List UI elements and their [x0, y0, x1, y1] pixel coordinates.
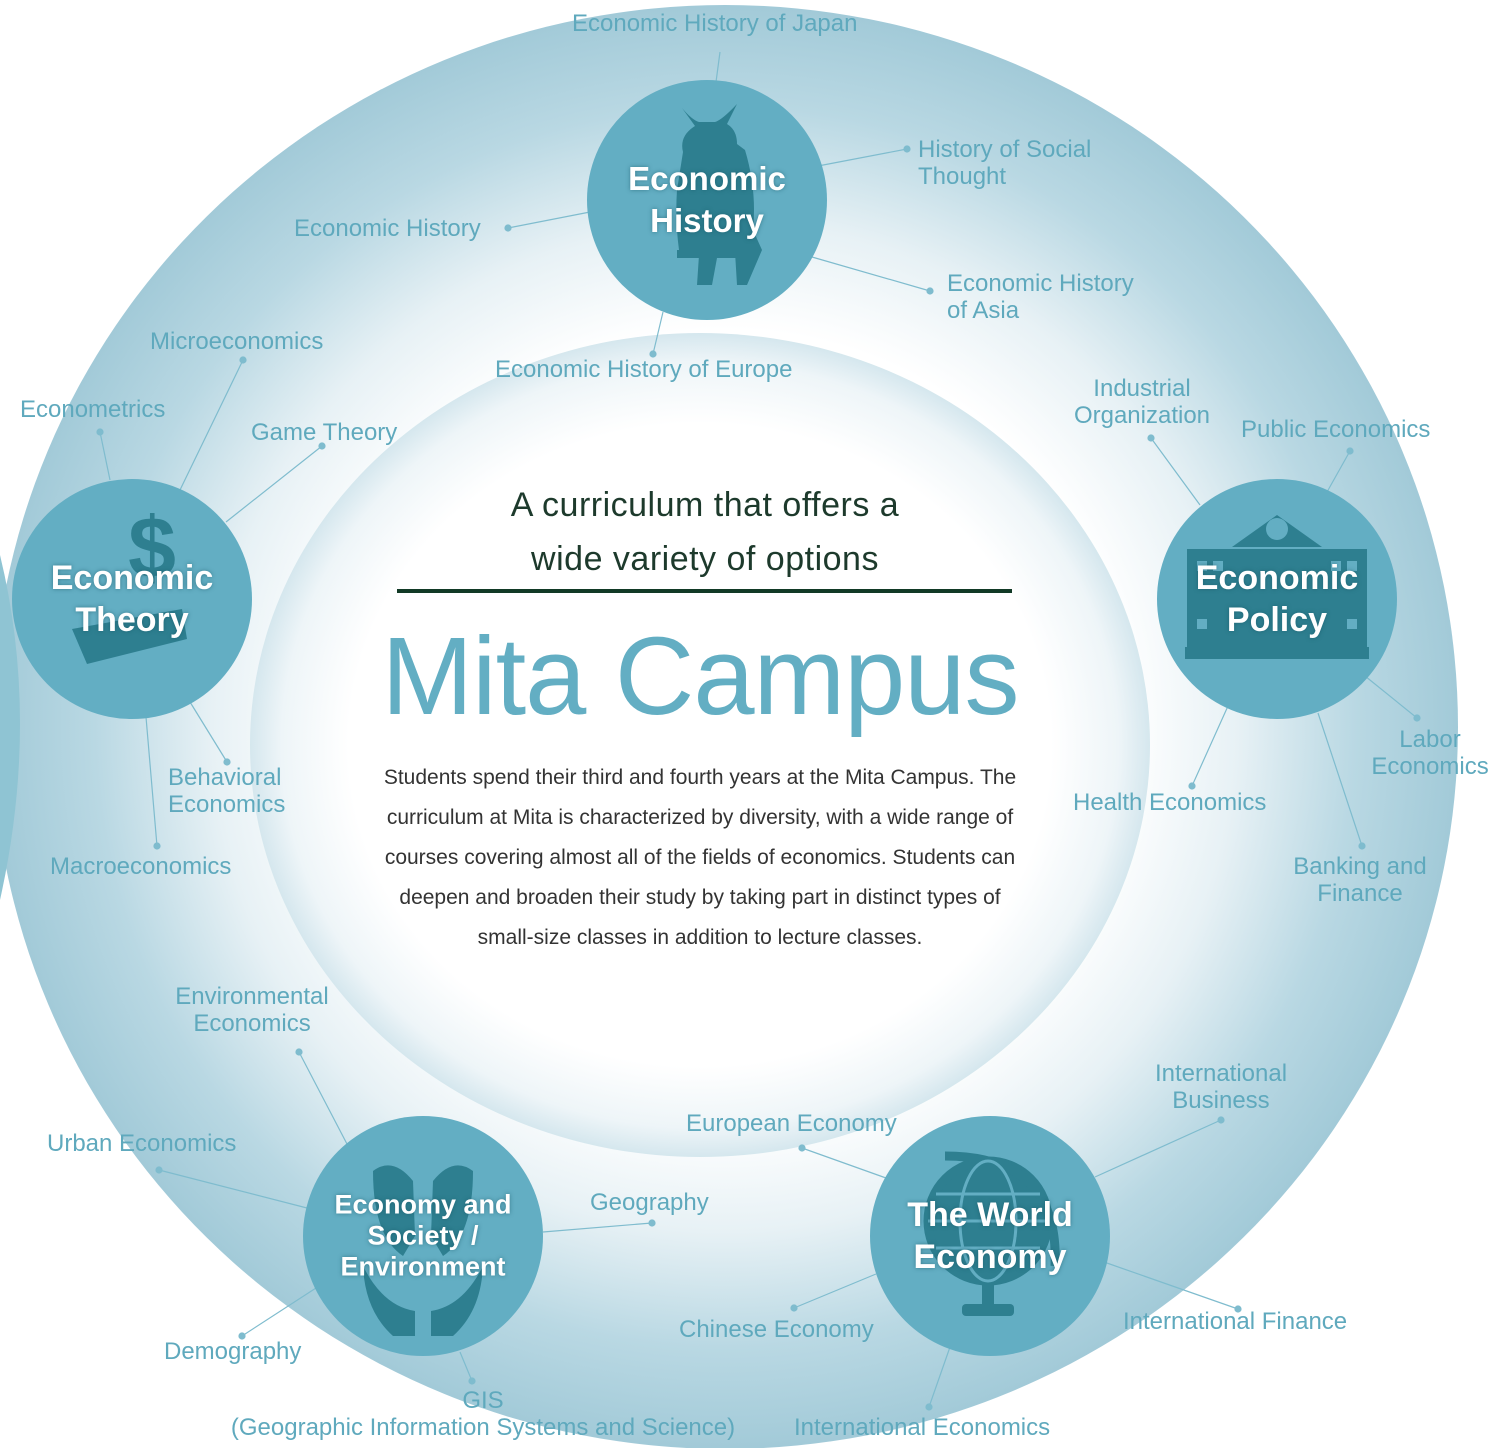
- hub-economic-theory: $ Economic Theory: [12, 479, 252, 719]
- topic-labor-economics: Labor Economics: [1371, 726, 1489, 780]
- topic-international-business: International Business: [1154, 1060, 1288, 1114]
- description: Students spend their third and fourth ye…: [383, 766, 1017, 949]
- globe-icon: [923, 1151, 1060, 1316]
- samurai-icon: [676, 104, 762, 285]
- topic-economic-history-of-europe: Economic History of Europe: [495, 356, 793, 383]
- topic-economic-history-of-asia: Economic History of Asia: [947, 270, 1134, 324]
- hub-economic-history: Economic History: [587, 80, 827, 320]
- topic-environmental-economics: Environmental Economics: [175, 983, 329, 1037]
- topic-history-of-social-thought: History of Social Thought: [918, 136, 1092, 190]
- topic-banking-and-finance: Banking and Finance: [1293, 853, 1427, 907]
- topic-geography: Geography: [590, 1189, 709, 1216]
- dollar-icon: $: [72, 500, 187, 664]
- topic-industrial-organization: Industrial Organization: [1073, 375, 1211, 429]
- hub-label-economic-history: Economic History: [628, 160, 786, 239]
- bank-building-icon: [1185, 515, 1369, 659]
- title-divider: [397, 589, 1012, 593]
- topic-microeconomics: Microeconomics: [150, 328, 324, 355]
- topic-international-economics: International Economics: [794, 1414, 1051, 1441]
- topic-chinese-economy: Chinese Economy: [679, 1316, 874, 1343]
- topic-demography: Demography: [164, 1338, 302, 1365]
- topic-international-finance: International Finance: [1123, 1308, 1348, 1335]
- topic-urban-economics: Urban Economics: [47, 1130, 237, 1157]
- inner-circle: [250, 333, 1150, 1157]
- topic-economic-history-of-japan: Economic History of Japan: [572, 10, 858, 37]
- topic-health-economics: Health Economics: [1073, 789, 1267, 816]
- connector-lines: [96, 51, 1421, 1411]
- topic-behavioral-economics: Behavioral Economics: [168, 764, 286, 818]
- hub-label-economic-policy: Economic Policy: [1195, 559, 1359, 639]
- topic-gis: GIS (Geographic Information Systems and …: [230, 1387, 736, 1441]
- hub-economy-society-environment: Economy and Society / Environment: [303, 1116, 543, 1356]
- svg-text:$: $: [128, 500, 176, 596]
- topic-econometrics: Econometrics: [20, 396, 166, 423]
- left-partial-circle: [0, 555, 20, 900]
- hub-economic-policy: Economic Policy: [1157, 479, 1397, 719]
- topic-economic-history: Economic History: [294, 215, 481, 242]
- subtitle: A curriculum that offers a wide variety …: [510, 486, 900, 578]
- topic-european-economy: European Economy: [686, 1110, 897, 1137]
- topic-game-theory: Game Theory: [251, 419, 398, 446]
- hub-world-economy: The World Economy: [870, 1116, 1110, 1356]
- hub-label-economy-society: Economy and Society / Environment: [334, 1189, 512, 1282]
- hub-label-world-economy: The World Economy: [907, 1196, 1073, 1276]
- hands-icon: [363, 1165, 483, 1336]
- hub-label-economic-theory: Economic Theory: [50, 559, 214, 639]
- topic-public-economics: Public Economics: [1241, 416, 1431, 443]
- topic-macroeconomics: Macroeconomics: [50, 853, 232, 880]
- page-title: Mita Campus: [381, 615, 1020, 738]
